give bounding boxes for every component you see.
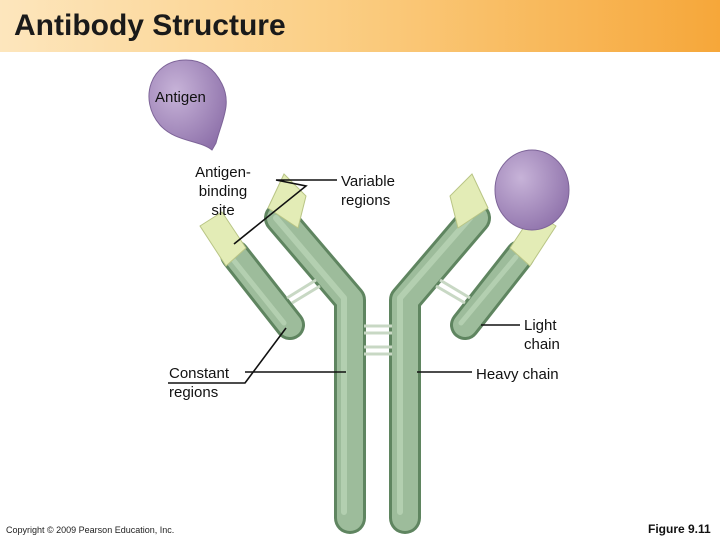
antigen-right <box>494 149 570 231</box>
heavy-chain-label: Heavy chain <box>476 366 559 383</box>
figure-label: Figure 9.11 <box>648 522 711 536</box>
antigen-label: Antigen <box>155 89 206 106</box>
copyright-text: Copyright © 2009 Pearson Education, Inc. <box>6 525 175 535</box>
antigen-binding-site-label: Antigen- binding site <box>195 164 251 219</box>
heavy-chain-right <box>389 202 491 534</box>
constant-regions-label: Constant regions <box>169 365 230 401</box>
antigen-left <box>148 59 227 151</box>
leader-lines <box>168 179 520 384</box>
title-bar: Antibody Structure <box>0 0 720 52</box>
light-chain-label: Light chain <box>524 317 560 353</box>
light-chain-left <box>199 211 305 340</box>
variable-regions-label: Variable regions <box>341 173 395 209</box>
slide-title: Antibody Structure <box>14 9 286 42</box>
heavy-variable-tip-right <box>449 173 489 229</box>
disulfide-bonds <box>286 278 471 356</box>
heavy-chain-left <box>264 202 366 534</box>
light-chain-right <box>450 211 557 340</box>
